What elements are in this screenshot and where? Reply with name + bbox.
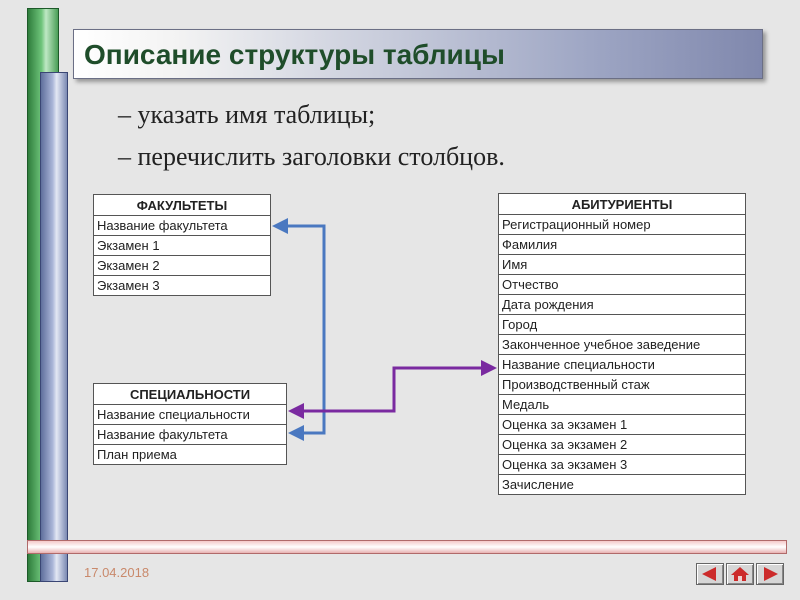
link-specialty-connector: [304, 366, 482, 413]
prev-slide-button[interactable]: [696, 563, 724, 585]
table-row: План приема: [93, 444, 287, 465]
link-faculty-arrowhead-bottom: [288, 425, 304, 441]
table-row: Оценка за экзамен 3: [498, 454, 746, 475]
table-row: Зачисление: [498, 474, 746, 495]
bullet-list: – указать имя таблицы; – перечислить заг…: [118, 94, 505, 178]
applicants-table: АБИТУРИЕНТЫ Регистрационный номер Фамили…: [498, 193, 746, 495]
table-row: Законченное учебное заведение: [498, 334, 746, 355]
table-header: ФАКУЛЬТЕТЫ: [93, 194, 271, 216]
bullet-item: – перечислить заголовки столбцов.: [118, 142, 505, 171]
table-header: СПЕЦИАЛЬНОСТИ: [93, 383, 287, 405]
home-button[interactable]: [726, 563, 754, 585]
link-specialty-arrowhead-left: [288, 403, 304, 419]
slide-date: 17.04.2018: [84, 565, 150, 580]
table-header: АБИТУРИЕНТЫ: [498, 193, 746, 215]
table-row: Производственный стаж: [498, 374, 746, 395]
table-row: Экзамен 3: [93, 275, 271, 296]
link-faculty-arrowhead-top: [272, 218, 288, 234]
table-row: Название специальности: [498, 354, 746, 375]
arrow-left-icon: [702, 567, 716, 581]
arrow-right-icon: [764, 567, 778, 581]
table-row: Оценка за экзамен 1: [498, 414, 746, 435]
home-icon: [731, 567, 749, 581]
next-slide-button[interactable]: [756, 563, 784, 585]
footer-bar: [27, 540, 787, 554]
specialties-table: СПЕЦИАЛЬНОСТИ Название специальности Наз…: [93, 383, 287, 465]
slide-title: Описание структуры таблицы: [84, 39, 505, 70]
faculties-table: ФАКУЛЬТЕТЫ Название факультета Экзамен 1…: [93, 194, 271, 296]
link-faculty-connector: [286, 224, 326, 435]
bullet-item: – указать имя таблицы;: [118, 100, 376, 129]
decorative-blue-bar: [40, 72, 68, 582]
title-bar: Описание структуры таблицы: [73, 29, 763, 79]
link-specialty-arrowhead-right: [481, 360, 497, 376]
table-row: Экзамен 2: [93, 255, 271, 276]
